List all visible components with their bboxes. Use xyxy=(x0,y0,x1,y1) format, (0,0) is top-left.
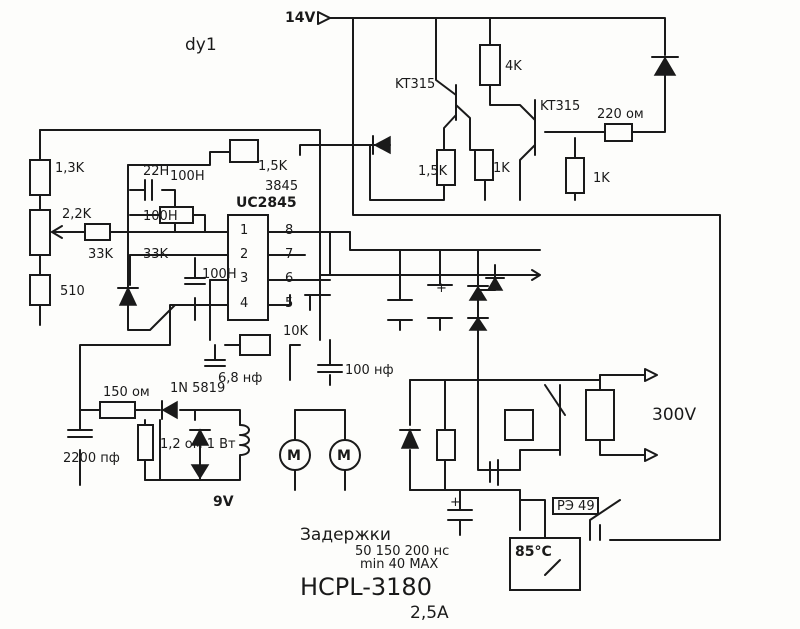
labels: dy1 14V KT315 KT315 4K 220 oм 1,5K 1K 1K… xyxy=(55,10,696,623)
relay-switch xyxy=(544,384,566,416)
ic-pin-1: 1 xyxy=(240,223,248,238)
potentiometer-2k2 xyxy=(29,209,51,256)
resistor-33k-a xyxy=(84,223,111,241)
resistor-1k5-top xyxy=(229,139,259,163)
output-arrow xyxy=(494,269,541,281)
label-temp: 85°C xyxy=(515,544,552,560)
resistor-220 xyxy=(604,123,633,142)
capacitor-2200pf xyxy=(67,429,93,438)
zener-top-right xyxy=(651,56,679,76)
delays-title: Задержки xyxy=(300,525,391,545)
ic-pin-4: 4 xyxy=(240,296,248,311)
resistor-1k-b xyxy=(565,157,585,194)
ic-pin-8: 8 xyxy=(285,223,293,238)
resistor-100n-net xyxy=(159,206,194,224)
label-100n-b: 100H xyxy=(143,209,178,224)
relay-coil xyxy=(504,409,534,441)
label-2k2: 2,2K xyxy=(62,207,92,222)
delays-values: 50 150 200 нс xyxy=(355,544,449,559)
delays-sub: min 40 MAX xyxy=(360,557,438,572)
ic-pin-3: 3 xyxy=(240,271,248,286)
label-1k-a: 1K xyxy=(493,161,510,176)
label-220: 220 oм xyxy=(597,107,644,122)
motor-a: M xyxy=(279,439,311,471)
label-14v: 14V xyxy=(285,10,315,26)
motor-a-label: M xyxy=(287,448,301,464)
label-relay: РЭ 49 xyxy=(557,499,595,514)
mosfet xyxy=(489,459,499,486)
diode-1n5819 xyxy=(161,400,178,420)
motor-b-label: M xyxy=(337,448,351,464)
resistor-1r2 xyxy=(137,424,154,461)
label-4k: 4K xyxy=(505,59,522,74)
ic-uc2845 xyxy=(227,214,269,321)
label-22n: 22H xyxy=(143,164,169,179)
relay-re49-box xyxy=(552,497,599,515)
ic-name: UC2845 xyxy=(236,195,297,211)
ic-pin-7: 7 xyxy=(285,247,293,262)
capacitor-100nf xyxy=(317,364,343,373)
label-33k-a: 33K xyxy=(88,247,114,262)
inductor xyxy=(239,424,250,461)
resistor-1k5 xyxy=(436,149,456,186)
ic-name-top: 3845 xyxy=(265,179,298,194)
label-1k5-mid: 1,5K xyxy=(418,164,448,179)
ic-pin-5: 5 xyxy=(285,296,293,311)
label-300v: 300V xyxy=(652,405,696,425)
resistor-300v-load xyxy=(585,389,615,441)
capacitor-6n8 xyxy=(204,359,226,367)
capacitor-filter-b: + xyxy=(427,281,453,319)
ic-pin-2: 2 xyxy=(240,247,248,262)
label-1r2: 1,2 oм 1 Вт xyxy=(160,437,236,452)
input-14v-arrow xyxy=(317,11,331,25)
label-1n5819: 1N 5819 xyxy=(170,381,225,396)
diode-power xyxy=(399,428,421,449)
label-1k-b: 1K xyxy=(593,171,610,186)
capacitor-22n xyxy=(144,179,153,201)
capacitor-filter-a xyxy=(387,299,413,321)
label-100n-a: 100H xyxy=(170,169,205,184)
label-2200pf: 2200 пф xyxy=(63,451,120,466)
label-6n8: 6,8 нф xyxy=(218,371,262,386)
resistor-1k3 xyxy=(29,159,51,196)
motor-b: M xyxy=(329,439,361,471)
label-100nf: 100 нф xyxy=(345,363,394,378)
zener-9v xyxy=(189,428,211,480)
label-1k3: 1,3K xyxy=(55,161,85,176)
label-kt315-a: KT315 xyxy=(395,77,435,92)
label-1k5-top: 1,5K xyxy=(258,159,288,174)
ic-pin-6: 6 xyxy=(285,271,293,286)
components: + + xyxy=(29,11,679,591)
diode-feedback xyxy=(372,135,391,155)
wires xyxy=(39,17,721,541)
output-300v-arrow-b xyxy=(644,448,658,462)
label-510: 510 xyxy=(60,284,85,299)
resistor-510 xyxy=(29,274,51,306)
resistor-10k xyxy=(239,334,271,356)
label-100n-c: 100H xyxy=(202,267,237,282)
capacitor-100n-pin3 xyxy=(184,277,206,285)
svg-text:+: + xyxy=(436,281,447,296)
resistor-1k-a xyxy=(474,149,494,181)
label-150: 150 oм xyxy=(103,385,150,400)
part-number: HCPL-3180 xyxy=(300,573,432,601)
label-9v: 9V xyxy=(213,494,234,510)
corner-note: dy1 xyxy=(185,35,217,55)
resistor-150 xyxy=(99,401,136,419)
output-300v-arrow-a xyxy=(644,368,658,382)
diode-pair-right xyxy=(467,276,505,331)
label-33k-b: 33K xyxy=(143,247,169,262)
resistor-gate xyxy=(436,429,456,461)
current-rating: 2,5A xyxy=(410,603,449,623)
label-kt315-b: KT315 xyxy=(540,99,580,114)
label-10k: 10K xyxy=(283,324,309,339)
capacitor-gate: + xyxy=(447,495,473,521)
thermostat xyxy=(509,537,581,591)
diode-pin3 xyxy=(117,286,139,306)
svg-text:+: + xyxy=(450,495,461,510)
resistor-4k xyxy=(479,44,501,86)
